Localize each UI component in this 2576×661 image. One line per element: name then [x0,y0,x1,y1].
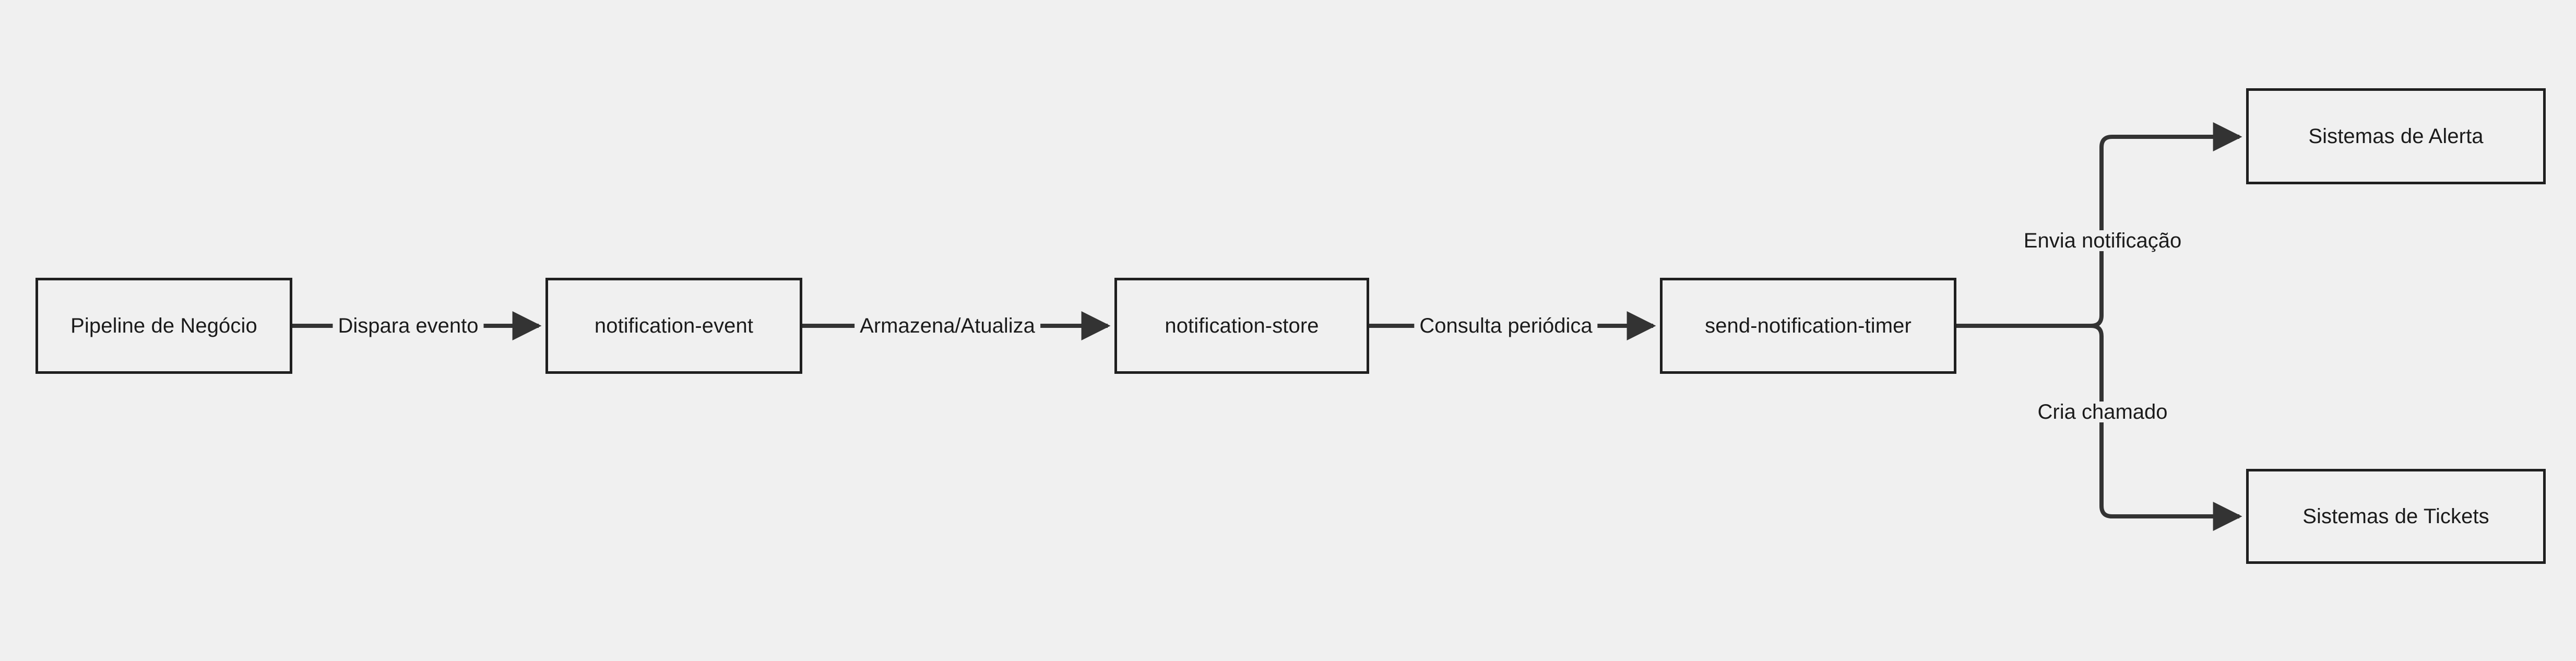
edge-label-dispara-evento: Dispara evento [333,315,484,336]
edge-label-cria-chamado: Cria chamado [2032,402,2173,422]
node-notification-store[interactable]: notification-store [1114,278,1369,374]
edge-label-armazena-atualiza: Armazena/Atualiza [854,315,1040,336]
node-sistemas-de-alerta[interactable]: Sistemas de Alerta [2246,88,2546,184]
node-sistemas-de-tickets[interactable]: Sistemas de Tickets [2246,469,2546,564]
node-label: Sistemas de Tickets [2302,505,2489,528]
node-label: notification-store [1165,314,1319,337]
node-label: send-notification-timer [1705,314,1912,337]
node-send-notification-timer[interactable]: send-notification-timer [1660,278,1956,374]
node-pipeline-de-negocio[interactable]: Pipeline de Negócio [35,278,292,374]
node-notification-event[interactable]: notification-event [545,278,802,374]
edge-label-envia-notificacao: Envia notificação [2018,230,2187,251]
node-label: Sistemas de Alerta [2308,125,2484,148]
edge-label-consulta-periodica: Consulta periódica [1414,315,1598,336]
node-label: notification-event [594,314,754,337]
node-label: Pipeline de Negócio [70,314,257,337]
